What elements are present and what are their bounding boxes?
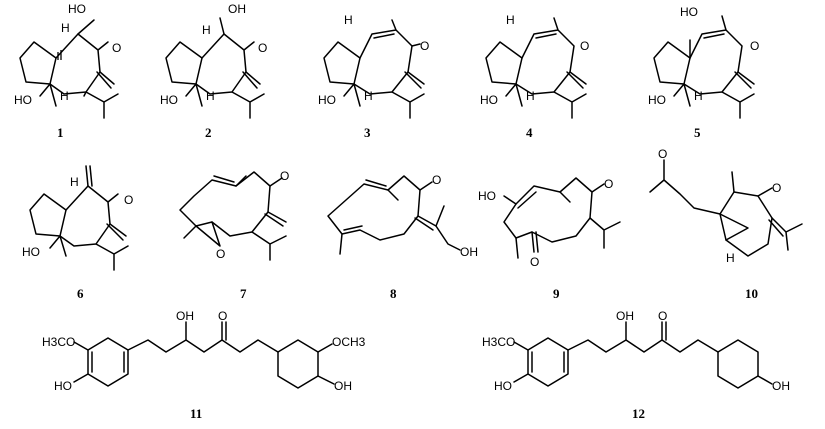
compound-9-structure: HO O O 9 bbox=[478, 177, 621, 301]
compound-6-ketone-o: O bbox=[124, 193, 133, 207]
compound-5-oh-left: HO bbox=[648, 93, 666, 107]
compound-2-h-top: H bbox=[202, 23, 211, 37]
compound-5-ketone-o: O bbox=[750, 39, 759, 53]
compound-4-oh-left: HO bbox=[480, 93, 498, 107]
compound-11-oh-right: OH bbox=[334, 379, 352, 393]
compound-11-oh-top: OH bbox=[176, 309, 194, 323]
compound-2-h-mid: H bbox=[206, 89, 215, 103]
compound-6-h-top: H bbox=[70, 175, 79, 189]
compound-12-structure: H3CO HO OH O OH 12 bbox=[482, 309, 790, 421]
compound-7-ketone-o: O bbox=[280, 169, 289, 183]
compound-10-structure: O O H 10 bbox=[649, 147, 803, 301]
compound-5-h-mid: H bbox=[694, 89, 703, 103]
compound-12-number: 12 bbox=[632, 406, 645, 421]
compound-3-h-mid: H bbox=[364, 89, 373, 103]
compound-9-ho: HO bbox=[478, 189, 496, 203]
compound-12-h3co: H3CO bbox=[482, 335, 515, 349]
compound-7-structure: O O 7 bbox=[179, 169, 289, 301]
compound-4-structure: H O HO H 4 bbox=[480, 13, 589, 140]
compound-12-oh-top: OH bbox=[616, 309, 634, 323]
compound-9-ketone-o: O bbox=[604, 177, 613, 191]
compound-2-oh-left: HO bbox=[160, 93, 178, 107]
compound-1-h-mid: H bbox=[60, 89, 69, 103]
compound-3-ketone-o: O bbox=[420, 39, 429, 53]
compound-6-number: 6 bbox=[77, 286, 84, 301]
compound-7-number: 7 bbox=[240, 286, 247, 301]
compound-2-number: 2 bbox=[205, 125, 212, 140]
compound-1-structure: HO H O HO H 1 bbox=[14, 2, 121, 140]
compound-2-structure: OH H O HO H 2 bbox=[160, 2, 267, 140]
compound-4-number: 4 bbox=[526, 125, 533, 140]
compound-9-number: 9 bbox=[553, 286, 560, 301]
compound-8-oh: OH bbox=[460, 245, 478, 259]
compound-11-structure: H3CO HO OH O OCH3 OH 11 bbox=[42, 309, 366, 421]
compound-11-ho: HO bbox=[54, 379, 72, 393]
compound-12-oh-right: OH bbox=[772, 379, 790, 393]
compound-10-ketone-o: O bbox=[658, 147, 667, 161]
compound-12-ho: HO bbox=[494, 379, 512, 393]
compound-5-oh-top: HO bbox=[680, 5, 698, 19]
compound-12-ketone-o: O bbox=[658, 309, 667, 323]
compound-11-ketone-o: O bbox=[218, 309, 227, 323]
compound-1-oh-left: HO bbox=[14, 93, 32, 107]
compound-5-number: 5 bbox=[694, 125, 701, 140]
compound-11-h3co: H3CO bbox=[42, 335, 75, 349]
compound-8-ketone-o: O bbox=[432, 173, 441, 187]
compound-3-oh-left: HO bbox=[318, 93, 336, 107]
compound-7-epoxide-o: O bbox=[216, 247, 225, 261]
compound-10-h: H bbox=[726, 251, 735, 265]
compound-11-number: 11 bbox=[190, 406, 202, 421]
compound-1-h-top: H bbox=[61, 21, 70, 35]
compound-1-number: 1 bbox=[57, 125, 64, 140]
compound-4-h-mid: H bbox=[526, 89, 535, 103]
compound-10-ketone-o2: O bbox=[772, 181, 781, 195]
compound-8-structure: O OH 8 bbox=[327, 173, 478, 301]
compound-11-och3: OCH3 bbox=[332, 335, 366, 349]
compound-4-ketone-o: O bbox=[580, 39, 589, 53]
compound-2-ketone-o: O bbox=[258, 41, 267, 55]
compound-3-structure: H O HO H 3 bbox=[318, 13, 429, 140]
compound-1-oh-top: HO bbox=[68, 2, 86, 16]
compound-3-h-top: H bbox=[344, 13, 353, 27]
compound-10-number: 10 bbox=[745, 286, 758, 301]
compound-9-ketone-o2: O bbox=[530, 255, 539, 269]
compound-2-oh-top: OH bbox=[228, 2, 246, 16]
compound-6-structure: H O HO 6 bbox=[22, 165, 133, 301]
compound-5-structure: HO O HO H 5 bbox=[648, 5, 759, 140]
compound-8-number: 8 bbox=[390, 286, 397, 301]
compound-6-oh-left: HO bbox=[22, 245, 40, 259]
compound-3-number: 3 bbox=[364, 125, 371, 140]
compound-4-h-top: H bbox=[506, 13, 515, 27]
compound-1-ketone-o: O bbox=[112, 41, 121, 55]
